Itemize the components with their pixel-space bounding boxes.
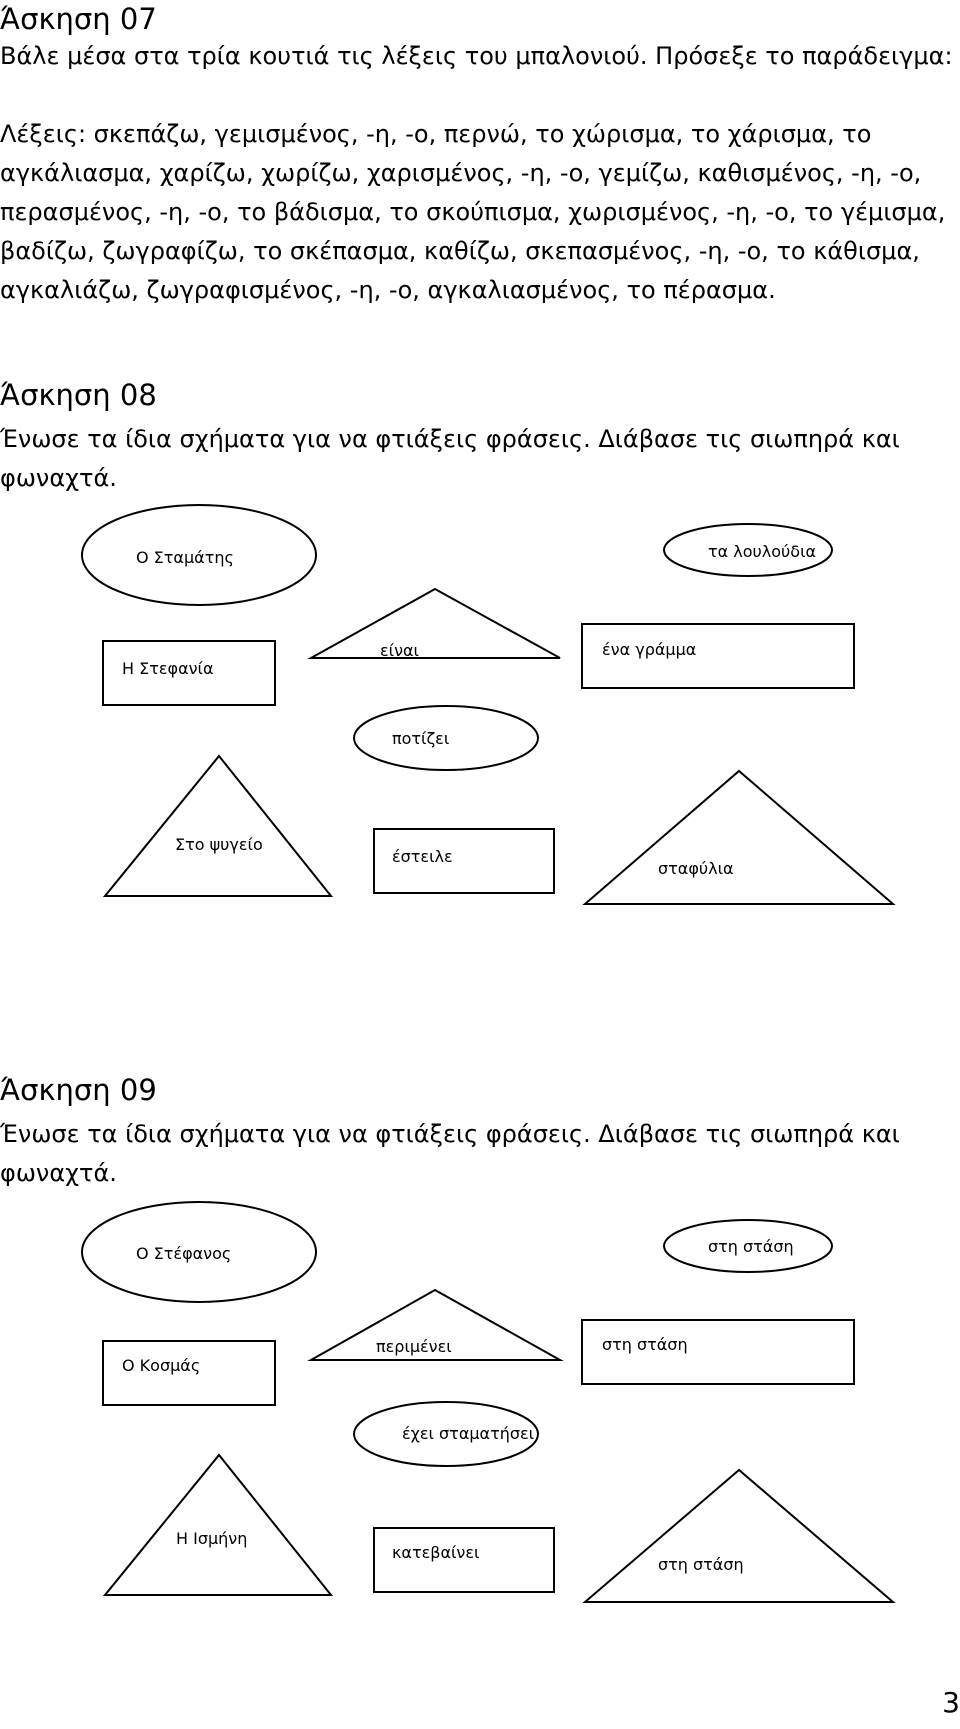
ex09-instruction-line-1: Ένωσε τα ίδια σχήματα για να φτιάξεις φρ… bbox=[0, 1120, 900, 1148]
ex08-rect-left[interactable] bbox=[102, 640, 276, 706]
ex08-rect-right[interactable] bbox=[581, 623, 855, 689]
ex09-ellipse-left[interactable] bbox=[81, 1201, 317, 1303]
ex09-ellipse-right-label: στη στάση bbox=[708, 1237, 794, 1256]
ex08-rect-mid-label: έστειλε bbox=[392, 847, 453, 866]
ex08-rect-left-label: Η Στεφανία bbox=[122, 659, 214, 678]
ex09-ellipse-mid[interactable] bbox=[353, 1401, 539, 1467]
ex08-instruction-line-2: φωναχτά. bbox=[0, 464, 117, 492]
ex09-rect-mid-label: κατεβαίνει bbox=[392, 1543, 480, 1562]
ex09-title: Άσκηση 09 bbox=[0, 1073, 157, 1107]
ex08-triangle-top[interactable] bbox=[307, 587, 561, 659]
ex08-instruction-line-1: Ένωσε τα ίδια σχήματα για να φτιάξεις φρ… bbox=[0, 425, 900, 453]
ex08-ellipse-mid-label: ποτίζει bbox=[392, 729, 450, 748]
ex08-rect-mid[interactable] bbox=[373, 828, 555, 894]
ex09-ellipse-mid-label: έχει σταματήσει bbox=[402, 1424, 535, 1443]
ex08-triangle-right[interactable] bbox=[582, 769, 896, 905]
ex08-triangle-right-label: σταφύλια bbox=[658, 859, 734, 878]
ex09-rect-right-label: στη στάση bbox=[602, 1335, 688, 1354]
ex09-rect-left-label: Ο Κοσμάς bbox=[122, 1356, 201, 1375]
page-number: 3 bbox=[942, 1686, 960, 1719]
ex09-ellipse-right[interactable] bbox=[663, 1219, 833, 1273]
ex09-rect-mid[interactable] bbox=[373, 1527, 555, 1593]
ex07-words-line-1: Λέξεις: σκεπάζω, γεμισμένος, -η, -ο, περ… bbox=[0, 120, 872, 148]
ex09-ellipse-left-label: Ο Στέφανος bbox=[136, 1244, 232, 1263]
ex09-triangle-left-label: Η Ισμήνη bbox=[176, 1529, 248, 1548]
ex07-words-line-3: περασμένος, -η, -ο, το βάδισμα, το σκούπ… bbox=[0, 198, 946, 226]
ex09-triangle-right[interactable] bbox=[582, 1468, 896, 1603]
ex08-title: Άσκηση 08 bbox=[0, 378, 157, 412]
ex09-instruction-line-2: φωναχτά. bbox=[0, 1159, 117, 1187]
ex07-instruction: Βάλε μέσα στα τρία κουτιά τις λέξεις του… bbox=[0, 42, 953, 70]
ex07-words-line-5: αγκαλιάζω, ζωγραφισμένος, -η, -ο, αγκαλι… bbox=[0, 276, 776, 304]
ex09-rect-right[interactable] bbox=[581, 1319, 855, 1385]
ex08-ellipse-mid[interactable] bbox=[353, 705, 539, 771]
ex08-triangle-left[interactable] bbox=[102, 754, 334, 897]
ex08-ellipse-right[interactable] bbox=[663, 523, 833, 577]
ex07-words-line-2: αγκάλιασμα, χαρίζω, χωρίζω, χαρισμένος, … bbox=[0, 159, 922, 187]
ex08-ellipse-left[interactable] bbox=[81, 504, 317, 606]
ex08-ellipse-right-label: τα λουλούδια bbox=[708, 542, 817, 561]
ex08-triangle-left-label: Στο ψυγείο bbox=[175, 835, 263, 854]
ex09-rect-left[interactable] bbox=[102, 1340, 276, 1406]
ex09-triangle-left[interactable] bbox=[102, 1453, 334, 1596]
ex08-rect-right-label: ένα γράμμα bbox=[602, 640, 697, 659]
ex09-triangle-top[interactable] bbox=[307, 1288, 564, 1361]
ex08-ellipse-left-label: Ο Σταμάτης bbox=[136, 548, 234, 567]
ex07-words-line-4: βαδίζω, ζωγραφίζω, το σκέπασμα, καθίζω, … bbox=[0, 237, 920, 265]
ex09-triangle-top-label: περιμένει bbox=[376, 1337, 452, 1356]
ex07-title: Άσκηση 07 bbox=[0, 2, 157, 36]
ex09-triangle-right-label: στη στάση bbox=[658, 1555, 744, 1574]
ex08-triangle-top-label: είναι bbox=[380, 641, 419, 660]
